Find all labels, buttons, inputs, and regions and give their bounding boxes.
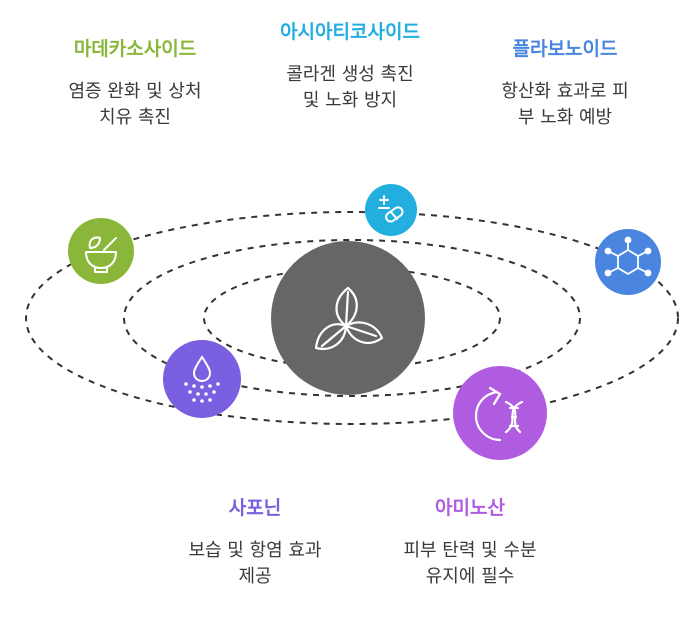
node-amino-acid [453, 366, 547, 460]
flavonoid-circle [595, 229, 661, 295]
amino-acid-desc: 피부 탄력 및 수분 유지에 필수 [365, 538, 575, 590]
label-saponin: 사포닌 보습 및 항염 효과 제공 [155, 496, 355, 590]
pill-plus-icon [378, 195, 404, 223]
amino-acid-desc-line1: 피부 탄력 및 수분 [403, 540, 537, 561]
flavonoid-desc: 항산화 효과로 피 부 노화 예방 [465, 79, 665, 131]
saponin-desc-line1: 보습 및 항염 효과 [188, 540, 322, 561]
label-madecassoside: 마데카소사이드 염증 완화 및 상처 치유 촉진 [35, 37, 235, 131]
node-madecassoside [68, 218, 134, 284]
node-saponin [163, 340, 241, 418]
center-circle [271, 241, 425, 395]
amino-acid-circle [453, 366, 547, 460]
madecassoside-desc-line1: 염증 완화 및 상처 [68, 81, 202, 102]
asiaticoside-desc: 콜라겐 생성 촉진 및 노화 방지 [245, 62, 455, 114]
saponin-desc-line2: 제공 [238, 566, 272, 587]
madecassoside-title: 마데카소사이드 [73, 38, 197, 60]
leaves-icon [314, 286, 384, 350]
flavonoid-title: 플라보노이드 [512, 38, 618, 60]
asiaticoside-desc-line2: 및 노화 방지 [302, 90, 398, 111]
node-flavonoid [595, 229, 661, 295]
middle-orbit [123, 239, 581, 397]
droplet-icon [184, 355, 220, 403]
saponin-title: 사포닌 [228, 497, 282, 519]
mortar-pestle-icon [85, 236, 117, 273]
asiaticoside-title: 아시아티코사이드 [280, 21, 420, 43]
label-flavonoid: 플라보노이드 항산화 효과로 피 부 노화 예방 [465, 37, 665, 131]
madecassoside-desc-line2: 치유 촉진 [99, 107, 171, 128]
outer-orbit [25, 211, 679, 425]
asiaticoside-desc-line1: 콜라겐 생성 촉진 [286, 64, 414, 85]
amino-acid-title: 아미노산 [435, 497, 505, 519]
label-amino-acid: 아미노산 피부 탄력 및 수분 유지에 필수 [365, 496, 575, 590]
center-node [271, 241, 425, 395]
dna-icon [474, 386, 524, 442]
madecassoside-desc: 염증 완화 및 상처 치유 촉진 [35, 79, 235, 131]
saponin-circle [163, 340, 241, 418]
molecule-icon [604, 236, 652, 277]
flavonoid-desc-line2: 부 노화 예방 [517, 107, 613, 128]
amino-acid-desc-line2: 유지에 필수 [425, 566, 515, 587]
flavonoid-desc-line1: 항산화 효과로 피 [501, 81, 629, 102]
label-asiaticoside: 아시아티코사이드 콜라겐 생성 촉진 및 노화 방지 [245, 20, 455, 114]
node-pill [365, 184, 417, 236]
saponin-desc: 보습 및 항염 효과 제공 [155, 538, 355, 590]
